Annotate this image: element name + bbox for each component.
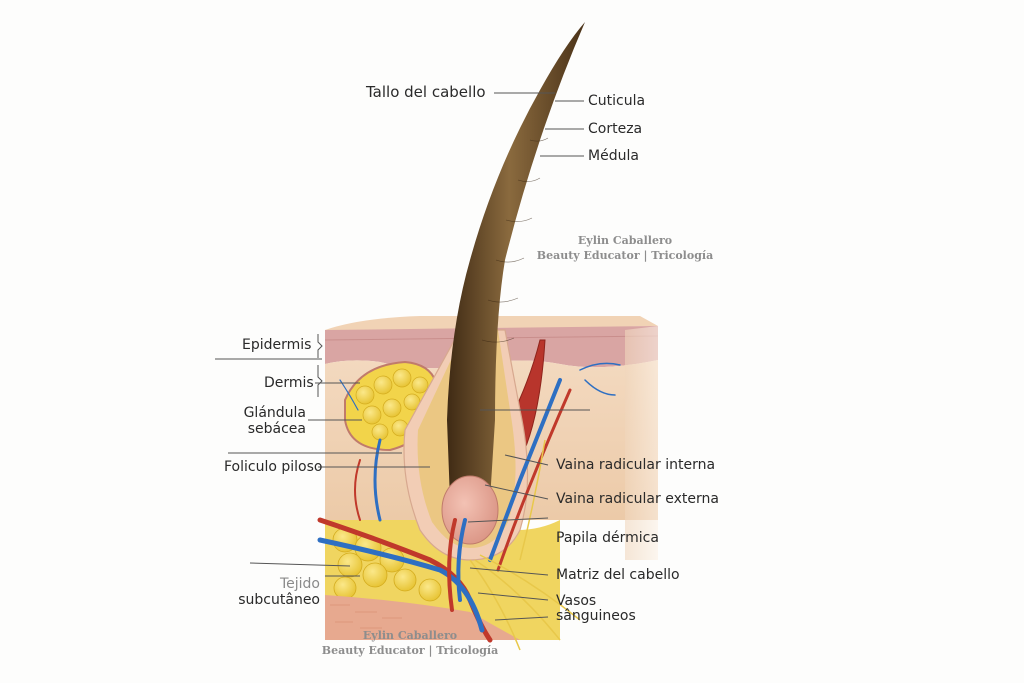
watermark-top: Eylin Caballero Beauty Educator | Tricol… bbox=[530, 233, 720, 263]
label-dermis: Dermis bbox=[264, 375, 314, 391]
dermal-papilla bbox=[441, 475, 499, 545]
watermark-title: Beauty Educator | Tricología bbox=[321, 644, 499, 657]
label-medula: Médula bbox=[588, 148, 639, 164]
label-cuticula: Cuticula bbox=[588, 93, 646, 109]
label-foliculo-piloso: Foliculo piloso bbox=[224, 459, 323, 475]
watermark-bottom: Eylin Caballero Beauty Educator | Tricol… bbox=[320, 628, 500, 658]
label-vasos-sanguineos: Vasos sânguineos bbox=[556, 593, 636, 624]
label-tallo-del-cabello: Tallo del cabello bbox=[366, 83, 486, 101]
label-epidermis: Epidermis bbox=[242, 337, 312, 353]
label-papila-dermica: Papila dérmica bbox=[556, 530, 659, 546]
label-vaina-radicular-externa: Vaina radicular externa bbox=[556, 491, 719, 507]
label-vaina-radicular-interna: Vaina radicular interna bbox=[556, 457, 716, 473]
leader-lines bbox=[215, 92, 590, 621]
hair-cuticle-lines bbox=[481, 137, 549, 343]
watermark-name: Eylin Caballero bbox=[362, 629, 458, 642]
blood-vessels bbox=[317, 362, 621, 643]
label-glandula-sebacea: Glándula sebácea bbox=[243, 405, 306, 437]
label-corteza: Corteza bbox=[588, 121, 643, 137]
label-matriz-del-cabello: Matriz del cabello bbox=[556, 567, 680, 583]
hair-shaft bbox=[447, 22, 585, 500]
nerve-fibers bbox=[469, 439, 581, 651]
watermark-name: Eylin Caballero bbox=[577, 234, 673, 247]
watermark-title: Beauty Educator | Tricología bbox=[536, 249, 714, 262]
label-tejido-subcutaneo: Tejido subcutâneo bbox=[238, 576, 320, 608]
